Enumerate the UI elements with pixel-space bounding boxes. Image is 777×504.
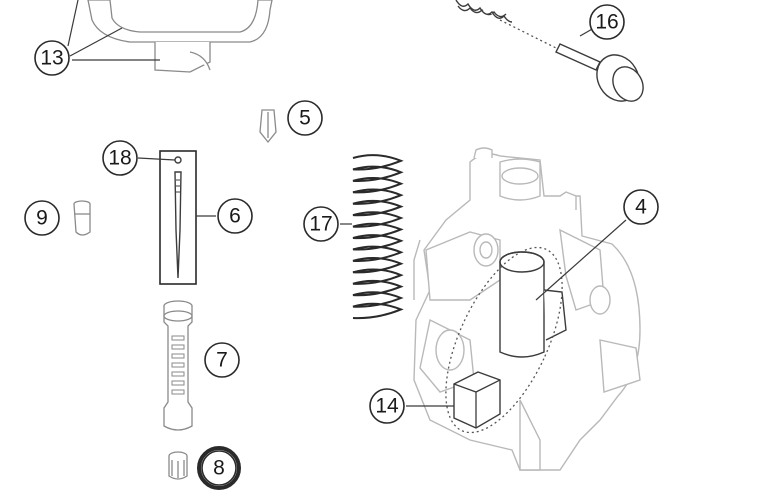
jet-hole bbox=[171, 335, 185, 341]
part-6-jet-needle bbox=[159, 150, 197, 285]
callout-5-number: 5 bbox=[299, 107, 311, 130]
callout-4-number: 4 bbox=[635, 196, 647, 219]
jet-hole bbox=[171, 362, 185, 368]
leader-18 bbox=[137, 157, 176, 161]
callout-8-number: 8 bbox=[213, 457, 225, 480]
part-17-spring bbox=[352, 154, 404, 320]
part-7-needle-jet bbox=[163, 300, 193, 431]
callout-17: 17 bbox=[303, 206, 339, 242]
callout-6-number: 6 bbox=[229, 205, 241, 228]
callout-4: 4 bbox=[623, 189, 659, 225]
leader-4 bbox=[535, 219, 627, 301]
part-8-main-jet bbox=[168, 451, 188, 480]
callout-13: 13 bbox=[34, 40, 70, 76]
callout-7: 7 bbox=[204, 342, 240, 378]
callout-18: 18 bbox=[102, 140, 138, 176]
part-16-adjust-screw bbox=[455, 0, 644, 102]
callout-16: 16 bbox=[589, 4, 625, 40]
jet-hole bbox=[171, 389, 185, 395]
callout-14: 14 bbox=[369, 388, 405, 424]
part-13-float-bowl bbox=[87, 0, 273, 73]
leader-13-a bbox=[67, 0, 79, 47]
leader-13-b bbox=[69, 27, 123, 57]
callout-8[interactable]: 8 bbox=[197, 446, 241, 490]
part-14-float bbox=[453, 371, 501, 429]
highlight-ring bbox=[197, 446, 241, 490]
jet-hole bbox=[171, 371, 185, 377]
callout-6: 6 bbox=[217, 198, 253, 234]
callout-9: 9 bbox=[24, 200, 60, 236]
callout-14-number: 14 bbox=[375, 395, 399, 418]
callout-9-number: 9 bbox=[36, 207, 48, 230]
screw-axis bbox=[499, 19, 601, 71]
part-4-throttle-slide bbox=[445, 246, 567, 434]
callout-5: 5 bbox=[287, 100, 323, 136]
part-9-pilot-jet bbox=[73, 200, 91, 236]
jet-hole bbox=[171, 353, 185, 359]
assembly-outline bbox=[445, 246, 563, 434]
part-5-float-needle bbox=[259, 109, 277, 144]
callout-18-number: 18 bbox=[108, 147, 131, 170]
jet-hole bbox=[171, 380, 185, 386]
callout-16-number: 16 bbox=[595, 11, 618, 34]
callout-17-number: 17 bbox=[309, 213, 332, 236]
jet-hole bbox=[171, 344, 185, 350]
callout-7-number: 7 bbox=[216, 349, 228, 372]
callout-13-number: 13 bbox=[40, 47, 63, 70]
